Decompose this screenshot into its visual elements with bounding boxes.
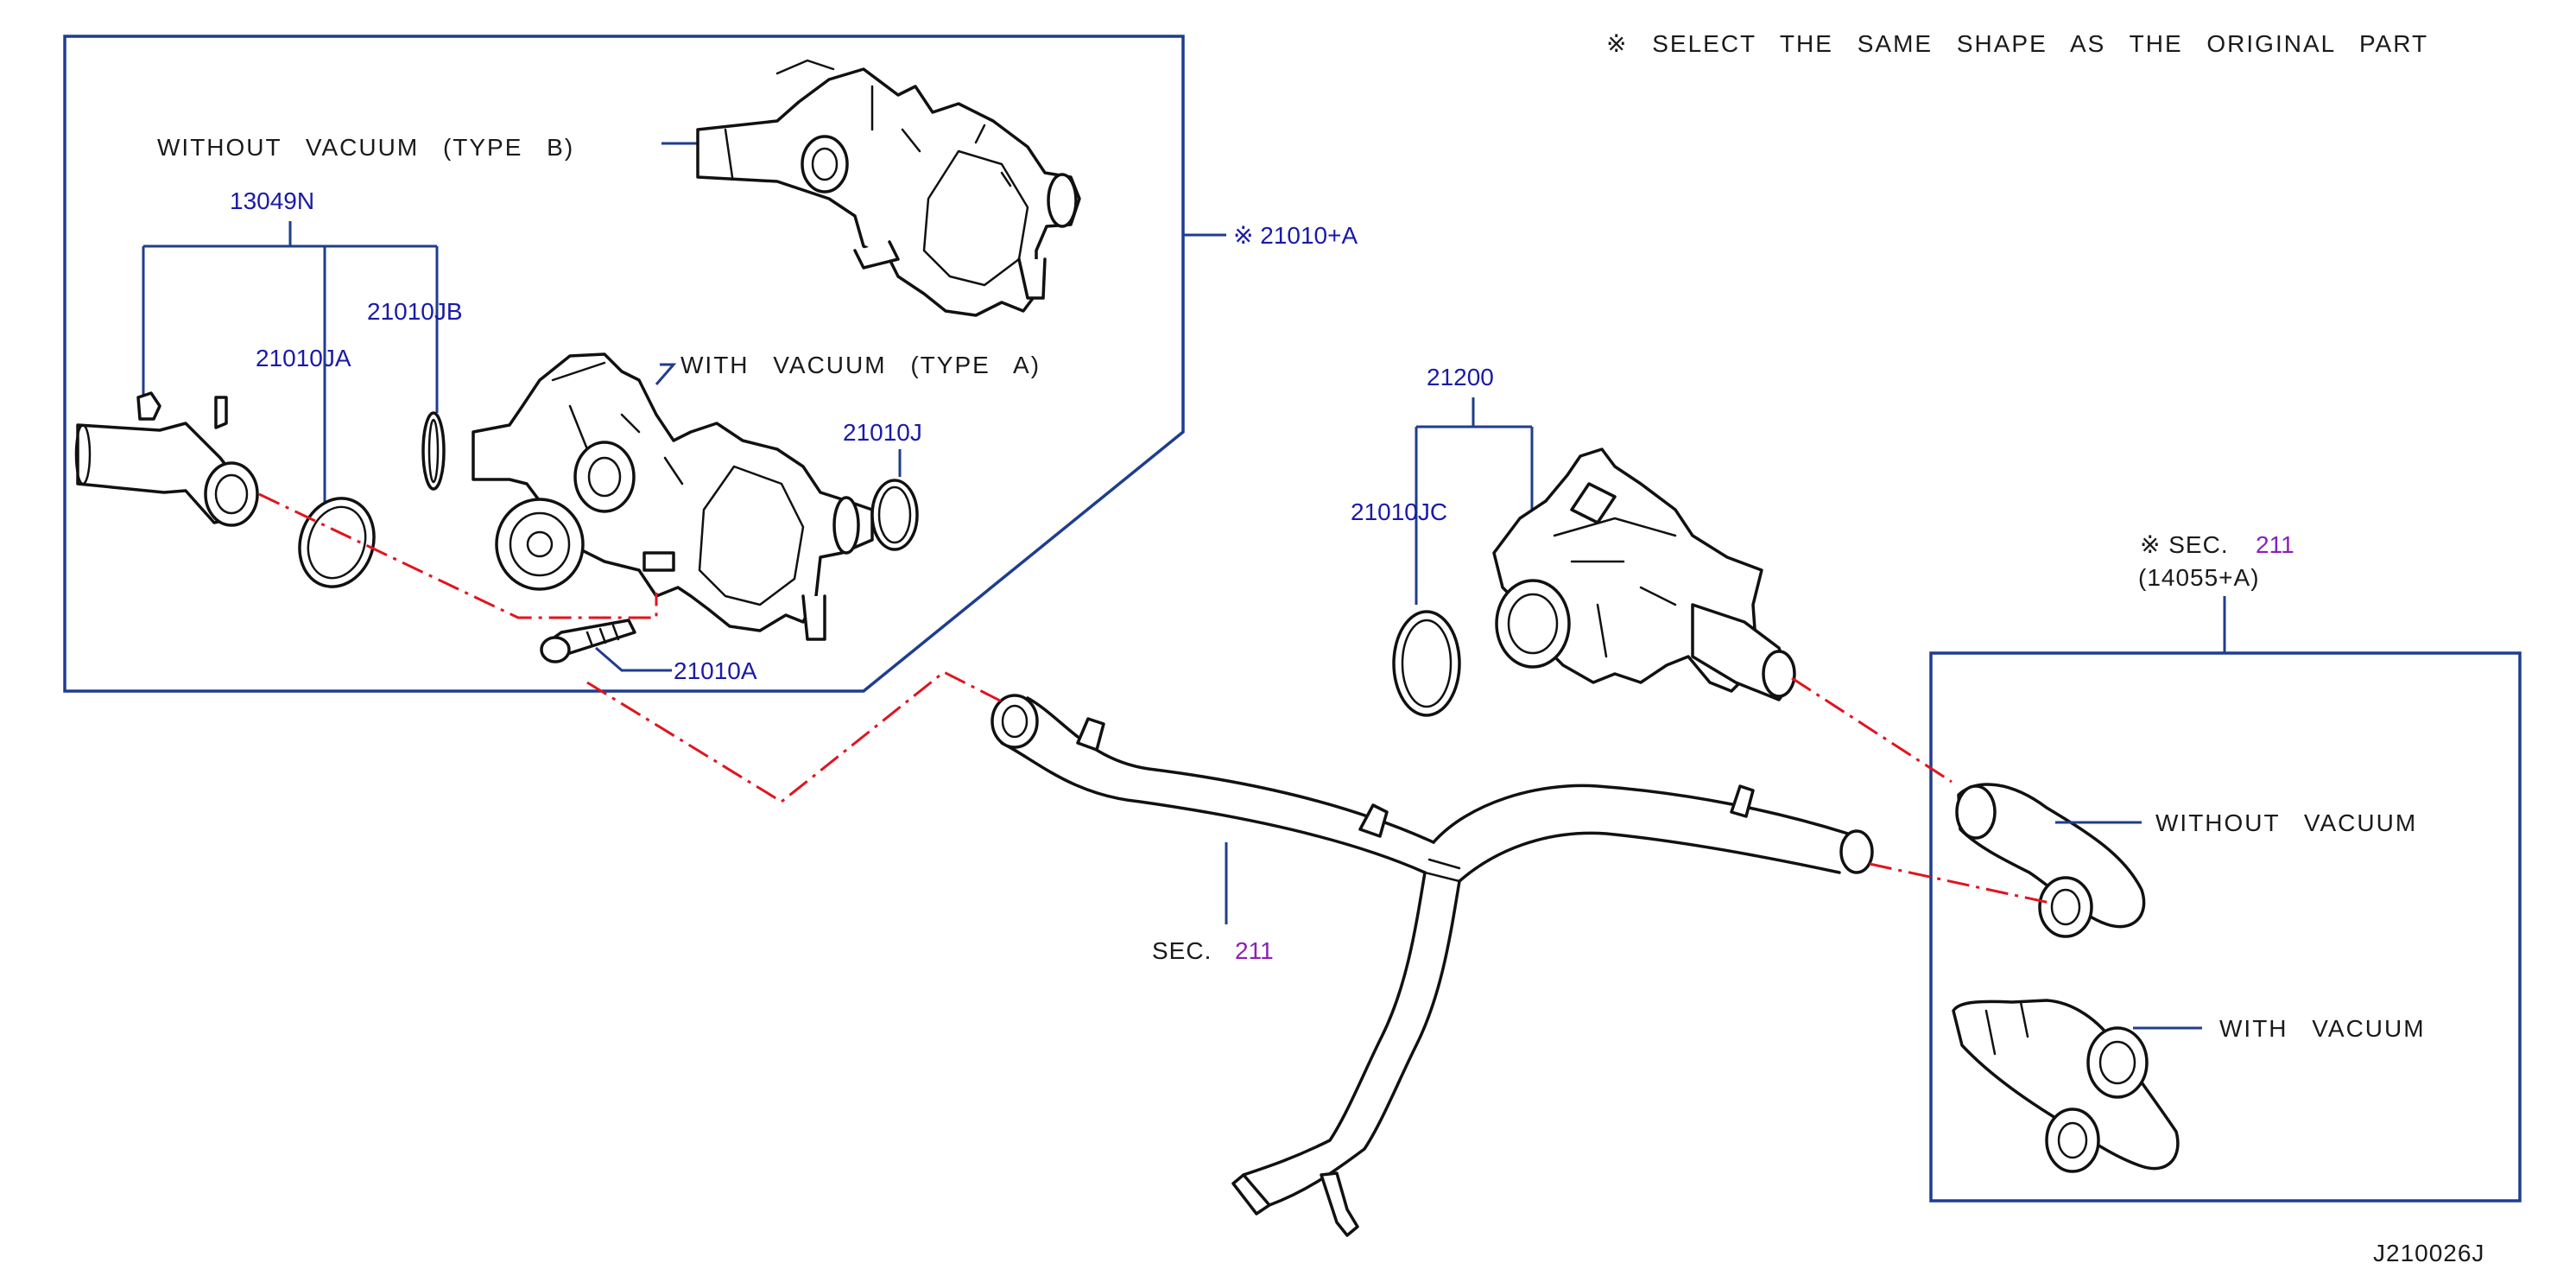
diagram-code: J210026J [2373, 1240, 2484, 1266]
o-ring-21010JA[interactable] [288, 489, 385, 597]
right-sec-link-211[interactable]: 211 [2256, 531, 2294, 558]
thermostat-housing-type-a[interactable] [472, 352, 874, 641]
thermostat-housing-type-b[interactable] [696, 59, 1081, 317]
label-right-without-vacuum: WITHOUT VACUUM [2155, 809, 2417, 836]
header-note: ※ SELECT THE SAME SHAPE AS THE ORIGINAL … [1606, 30, 2428, 57]
right-group-box [1929, 651, 2522, 1203]
left-group-box [63, 35, 1185, 693]
part-number-21010JC[interactable]: 21010JC [1351, 498, 1447, 525]
bolt-21010A[interactable] [540, 619, 636, 663]
label-right-with-vacuum: WITH VACUUM [2219, 1015, 2426, 1042]
pipe-sec-link-211[interactable]: 211 [1235, 937, 1274, 964]
pipe-sec-label: SEC. [1152, 937, 1212, 964]
o-ring-21010JC[interactable] [1392, 610, 1461, 717]
connection-line-outlet-to-hose [1791, 676, 1953, 784]
group-ref-21010A-plus[interactable]: ※ 21010+A [1233, 222, 1358, 249]
hose-with-vacuum[interactable] [1952, 999, 2180, 1173]
right-sec-label: ※ SEC. [2140, 531, 2229, 558]
part-number-21010J[interactable]: 21010J [843, 419, 922, 446]
part-number-21010JA[interactable]: 21010JA [256, 345, 351, 371]
hose-without-vacuum[interactable] [1955, 783, 2146, 938]
water-pipe[interactable] [991, 694, 1874, 1237]
part-number-21010JB[interactable]: 21010JB [367, 298, 463, 325]
o-ring-21010J[interactable] [870, 479, 919, 551]
label-with-vacuum-type-a: WITH VACUUM (TYPE A) [680, 352, 1041, 378]
connection-line-inlet-to-bolt [258, 492, 658, 619]
right-sec-subref: (14055+A) [2138, 564, 2260, 591]
part-number-21010A[interactable]: 21010A [674, 657, 757, 684]
label-without-vacuum-type-b: WITHOUT VACUUM (TYPE B) [157, 134, 574, 161]
connection-line-pipe-to-hose [1869, 862, 2054, 905]
water-outlet-assembly-21200[interactable] [1492, 447, 1796, 701]
inlet-connector[interactable] [74, 391, 259, 527]
connection-line-bolt-to-pipe [586, 670, 1003, 803]
clip-21010JB[interactable] [421, 411, 446, 491]
part-number-13049N[interactable]: 13049N [230, 187, 314, 214]
part-number-21200[interactable]: 21200 [1427, 364, 1494, 390]
